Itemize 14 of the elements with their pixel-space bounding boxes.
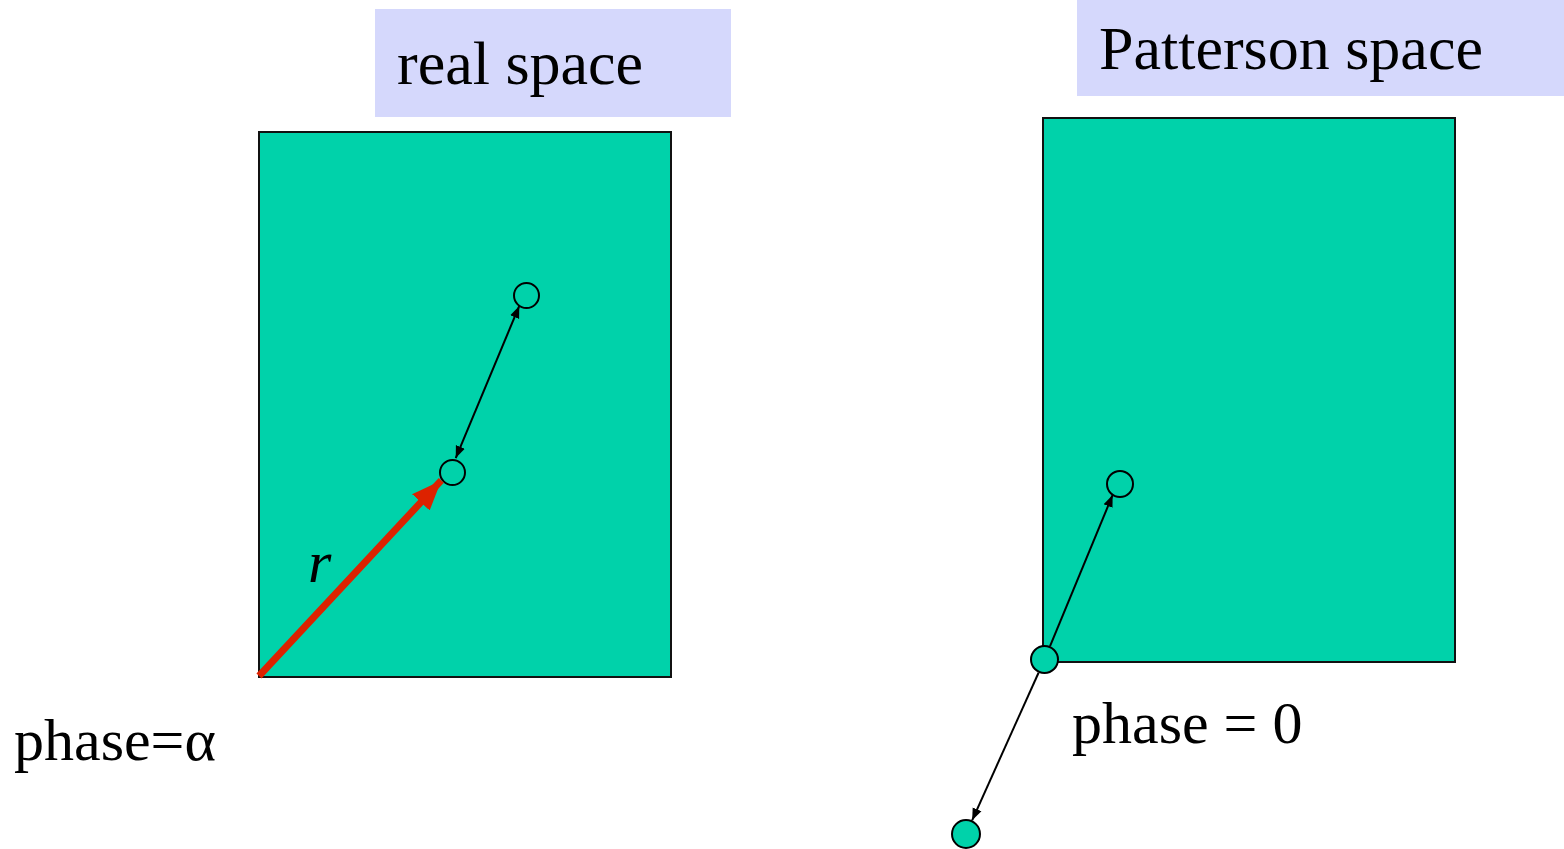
arrow <box>971 671 1040 822</box>
point-marker <box>439 459 466 486</box>
arrow <box>256 478 444 679</box>
point-marker <box>1030 645 1059 674</box>
cell-rectangle <box>258 131 672 678</box>
arrow <box>1049 493 1114 648</box>
heading-band: Patterson space <box>1077 0 1564 96</box>
arrow <box>454 304 521 460</box>
heading-band: real space <box>375 9 731 117</box>
edge-label: r <box>308 532 332 592</box>
cell-rectangle <box>1042 117 1456 663</box>
point-marker <box>951 819 981 849</box>
point-marker <box>513 282 540 309</box>
point-marker <box>1106 470 1134 498</box>
